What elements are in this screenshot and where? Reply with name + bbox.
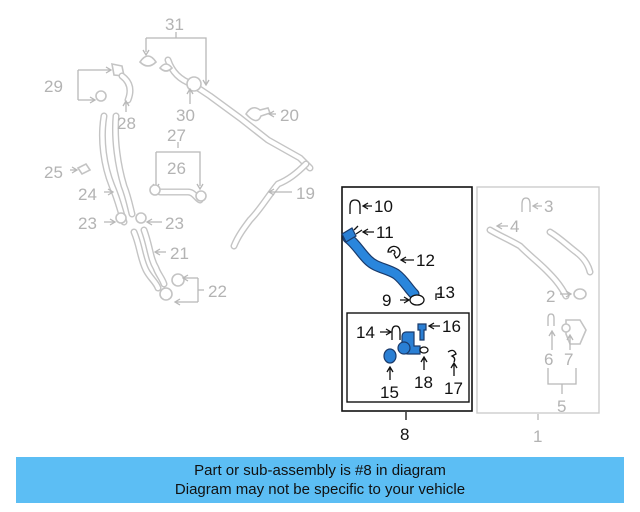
callout-22[interactable]: 22 bbox=[208, 282, 227, 301]
banner-line-1: Part or sub-assembly is #8 in diagram bbox=[194, 462, 446, 479]
callout-28[interactable]: 28 bbox=[117, 114, 136, 133]
assembly-8-parts bbox=[341, 199, 458, 420]
info-banner: Part or sub-assembly is #8 in diagram Di… bbox=[16, 457, 624, 503]
callout-24[interactable]: 24 bbox=[78, 185, 97, 204]
callout-3[interactable]: 3 bbox=[544, 197, 553, 216]
assembly-1-callouts: 3 4 2 6 7 5 1 bbox=[510, 197, 573, 446]
callout-8[interactable]: 8 bbox=[400, 425, 409, 444]
parts-diagram: 31 30 20 29 28 27 26 25 24 23 23 21 22 1… bbox=[44, 15, 600, 446]
callout-23-left[interactable]: 23 bbox=[78, 214, 97, 233]
greyed-callouts-left: 31 30 20 29 28 27 26 25 24 23 23 21 22 1… bbox=[44, 15, 315, 301]
callout-6[interactable]: 6 bbox=[544, 350, 553, 369]
callout-11[interactable]: 11 bbox=[376, 223, 394, 242]
banner-line-2: Diagram may not be specific to your vehi… bbox=[174, 481, 466, 498]
callout-21[interactable]: 21 bbox=[170, 244, 189, 263]
callout-4[interactable]: 4 bbox=[510, 217, 519, 236]
callout-13[interactable]: 13 bbox=[436, 283, 455, 302]
callout-16[interactable]: 16 bbox=[442, 317, 461, 336]
callout-5[interactable]: 5 bbox=[557, 397, 566, 416]
callout-2[interactable]: 2 bbox=[546, 287, 555, 306]
callout-23-right[interactable]: 23 bbox=[165, 214, 184, 233]
assembly-8-box[interactable] bbox=[341, 186, 473, 412]
callout-1[interactable]: 1 bbox=[533, 427, 542, 446]
greyed-parts-left bbox=[70, 32, 314, 306]
callout-19[interactable]: 19 bbox=[296, 184, 315, 203]
assembly-1-parts bbox=[486, 197, 594, 420]
callout-31[interactable]: 31 bbox=[165, 15, 184, 34]
callout-9[interactable]: 9 bbox=[382, 291, 391, 310]
assembly-8-callouts: 10 11 12 13 9 14 16 15 18 17 8 bbox=[356, 197, 463, 444]
callout-15[interactable]: 15 bbox=[380, 383, 399, 402]
callout-18[interactable]: 18 bbox=[414, 373, 433, 392]
callout-20[interactable]: 20 bbox=[280, 106, 299, 125]
callout-30[interactable]: 30 bbox=[176, 106, 195, 125]
callout-14[interactable]: 14 bbox=[356, 323, 375, 342]
callout-7[interactable]: 7 bbox=[564, 350, 573, 369]
callout-26[interactable]: 26 bbox=[167, 159, 186, 178]
callout-17[interactable]: 17 bbox=[444, 379, 463, 398]
callout-27[interactable]: 27 bbox=[167, 126, 186, 145]
assembly-1-box[interactable] bbox=[476, 186, 600, 414]
callout-12[interactable]: 12 bbox=[416, 251, 435, 270]
callout-29[interactable]: 29 bbox=[44, 77, 63, 96]
callout-10[interactable]: 10 bbox=[374, 197, 393, 216]
callout-25[interactable]: 25 bbox=[44, 163, 63, 182]
